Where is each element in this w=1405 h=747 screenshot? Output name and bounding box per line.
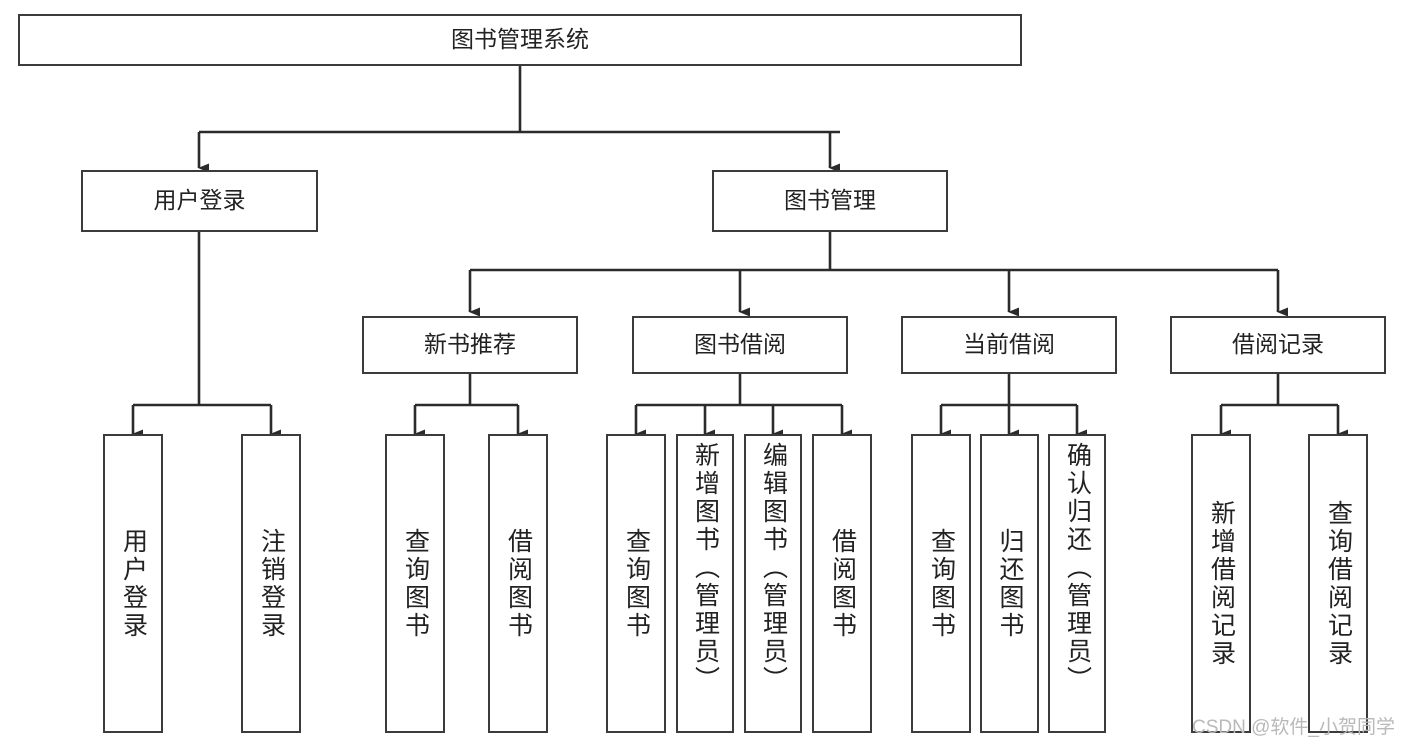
node-leaf-query-book-recommend[interactable]: 查询图书 — [385, 434, 445, 733]
node-label: 查询图书 — [622, 527, 651, 640]
node-label: 查询图书 — [927, 527, 956, 640]
node-label: 借阅记录 — [1232, 331, 1324, 358]
node-label: 新增图书（管理员） — [691, 442, 720, 694]
node-label: 图书借阅 — [694, 331, 786, 358]
node-leaf-query-book-borrow[interactable]: 查询图书 — [606, 434, 666, 733]
node-label: 用户登录 — [153, 187, 246, 214]
node-new-book-recommend[interactable]: 新书推荐 — [362, 316, 578, 374]
node-root-book-management-system[interactable]: 图书管理系统 — [18, 14, 1022, 66]
node-leaf-return-book[interactable]: 归还图书 — [980, 434, 1039, 733]
node-current-borrow[interactable]: 当前借阅 — [901, 316, 1117, 374]
node-leaf-add-borrow-record[interactable]: 新增借阅记录 — [1191, 434, 1251, 733]
node-label: 新增借阅记录 — [1207, 499, 1236, 668]
node-label: 用户登录 — [119, 527, 148, 640]
node-label: 新书推荐 — [424, 331, 516, 358]
node-label: 查询图书 — [401, 527, 430, 640]
node-label: 归还图书 — [996, 527, 1024, 640]
node-label: 查询借阅记录 — [1324, 499, 1353, 668]
node-label: 图书管理 — [784, 187, 876, 214]
node-user-login[interactable]: 用户登录 — [81, 170, 318, 232]
node-book-management[interactable]: 图书管理 — [712, 170, 948, 232]
node-leaf-borrow-book-recommend[interactable]: 借阅图书 — [488, 434, 548, 733]
node-leaf-query-borrow-record[interactable]: 查询借阅记录 — [1308, 434, 1368, 733]
node-label: 编辑图书（管理员） — [759, 442, 788, 694]
node-book-borrow[interactable]: 图书借阅 — [632, 316, 848, 374]
node-label: 当前借阅 — [963, 331, 1055, 358]
node-leaf-add-book-admin[interactable]: 新增图书（管理员） — [676, 434, 734, 733]
node-label: 确认归还（管理员） — [1063, 442, 1092, 694]
csdn-watermark: CSDN @软件_小贺同学 — [1192, 717, 1395, 738]
node-label: 图书管理系统 — [451, 26, 589, 53]
node-leaf-confirm-return-admin[interactable]: 确认归还（管理员） — [1048, 434, 1106, 733]
node-leaf-user-login[interactable]: 用户登录 — [103, 434, 163, 733]
node-label: 借阅图书 — [504, 527, 533, 640]
node-leaf-edit-book-admin[interactable]: 编辑图书（管理员） — [744, 434, 802, 733]
node-label: 注销登录 — [257, 527, 286, 640]
node-leaf-logout[interactable]: 注销登录 — [241, 434, 301, 733]
node-borrow-records[interactable]: 借阅记录 — [1170, 316, 1386, 374]
node-leaf-borrow-book[interactable]: 借阅图书 — [812, 434, 872, 733]
node-label: 借阅图书 — [828, 527, 857, 640]
node-leaf-query-book-current[interactable]: 查询图书 — [911, 434, 971, 733]
